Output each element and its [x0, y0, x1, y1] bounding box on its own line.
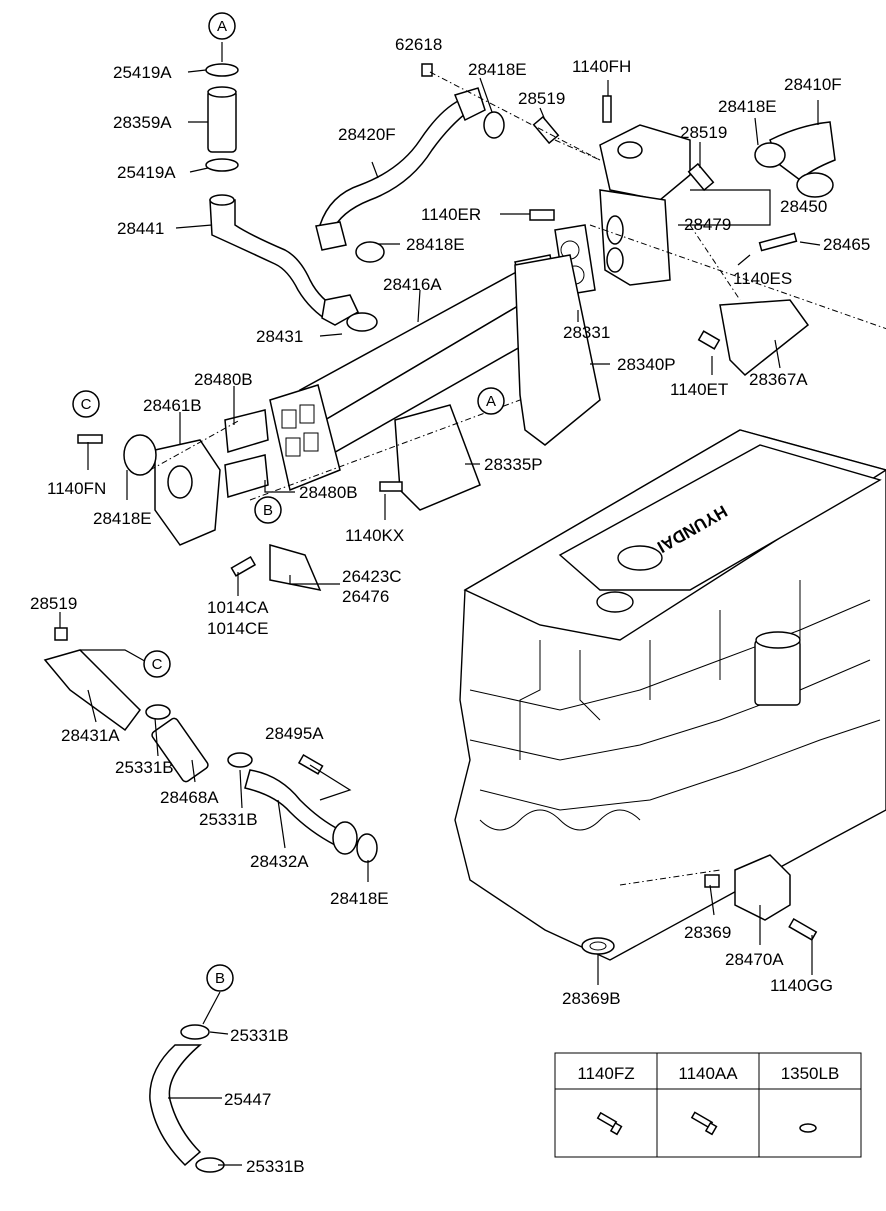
part-label: 62618: [395, 35, 442, 54]
table-header-1140aa: 1140AA: [678, 1064, 738, 1083]
part-label: 28441: [117, 219, 164, 238]
ref-circle-a-mid: A: [477, 387, 505, 415]
ref-b-label: B: [263, 502, 273, 519]
part-label: 28461B: [143, 396, 202, 415]
part-labels: 25419A 28359A 25419A 28441 62618 28418E …: [30, 35, 870, 1176]
part-label: 1140ER: [421, 205, 481, 224]
ref-b-label: B: [215, 970, 225, 987]
part-label: 28468A: [160, 788, 219, 807]
ref-a-label: A: [217, 18, 227, 35]
part-label: 28418E: [718, 97, 777, 116]
part-label: 28359A: [113, 113, 172, 132]
part-label: 28479: [684, 215, 731, 234]
part-label: 28416A: [383, 275, 442, 294]
part-label: 1140FH: [572, 57, 631, 76]
ref-c-label: C: [81, 396, 92, 413]
part-label: 28418E: [330, 889, 389, 908]
part-label: 28519: [680, 123, 727, 142]
part-label: 28418E: [93, 509, 152, 528]
part-label: 28418E: [406, 235, 465, 254]
cooler-outlet-housing: [123, 409, 322, 592]
bolt-1140aa-icon: [690, 1111, 718, 1136]
part-label: 28450: [780, 197, 827, 216]
part-label: 1140KX: [345, 526, 404, 545]
ref-circle-c-mid: C: [143, 650, 171, 678]
engine-block: HYUNDAI: [454, 429, 886, 961]
ref-circle-b-mid: B: [254, 496, 282, 524]
part-label: 25419A: [113, 63, 172, 82]
lower-pipes: [43, 649, 378, 863]
part-label: 25331B: [246, 1157, 305, 1176]
ref-circle-c-left: C: [72, 390, 100, 418]
part-label: 1140ES: [733, 269, 792, 288]
brackets: [394, 254, 810, 511]
part-label: 28369B: [562, 989, 621, 1008]
hyundai-logo-icon: [617, 545, 663, 571]
part-label: 28465: [823, 235, 870, 254]
part-label: 28519: [30, 594, 77, 613]
part-label: 28519: [518, 89, 565, 108]
leader-lines: [59, 42, 821, 1166]
part-label: 28335P: [484, 455, 543, 474]
part-label: 1014CA: [207, 598, 269, 617]
part-label: 28418E: [468, 60, 527, 79]
ref-circle-b-bottom: B: [206, 964, 234, 992]
part-label: 25331B: [115, 758, 174, 777]
hose-assembly-b: [149, 1024, 225, 1173]
hose-assembly-a: [205, 63, 378, 332]
part-label: 28340P: [617, 355, 676, 374]
part-label: 28410F: [784, 75, 842, 94]
part-label: 28431: [256, 327, 303, 346]
part-label: 28495A: [265, 724, 324, 743]
ref-a-label: A: [486, 393, 496, 410]
fasteners: [54, 63, 818, 941]
part-label: 26476: [342, 587, 389, 606]
part-label: 28470A: [725, 950, 784, 969]
part-label: 26423C: [342, 567, 402, 586]
part-label: 28331: [563, 323, 610, 342]
table-header-1350lb: 1350LB: [781, 1064, 840, 1083]
part-label: 1140ET: [670, 380, 728, 399]
nut-icon: [421, 63, 433, 77]
part-label: 25331B: [230, 1026, 289, 1045]
part-label: 28480B: [299, 483, 358, 502]
part-label: 28480B: [194, 370, 253, 389]
part-label: 28369: [684, 923, 731, 942]
part-label: 28431A: [61, 726, 120, 745]
part-label: 28432A: [250, 852, 309, 871]
part-label: 1014CE: [207, 619, 268, 638]
part-label: 25419A: [117, 163, 176, 182]
ref-circle-a-top: A: [208, 12, 236, 40]
egr-cooler: [269, 254, 561, 492]
part-label: 25447: [224, 1090, 271, 1109]
oring-1350lb-icon: [799, 1123, 817, 1133]
part-label: 1140FN: [47, 479, 106, 498]
bolt-1140fz-icon: [596, 1111, 623, 1136]
table-header-1140fz: 1140FZ: [577, 1064, 634, 1083]
part-label: 25331B: [199, 810, 258, 829]
ref-c-label: C: [152, 656, 163, 673]
part-label: 28420F: [338, 125, 396, 144]
part-label: 1140GG: [770, 976, 833, 995]
guide-lines: [149, 71, 886, 886]
egr-pipe: [315, 87, 505, 263]
part-label: 28367A: [749, 370, 808, 389]
hardware-table: 1140FZ 1140AA 1350LB: [554, 1052, 862, 1158]
